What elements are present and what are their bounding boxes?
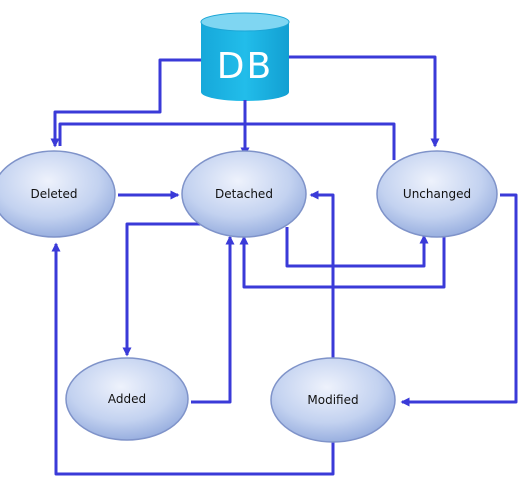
database-label: DB <box>217 46 273 87</box>
node-detached: Detached <box>181 150 307 238</box>
node-added-label: Added <box>108 392 146 406</box>
node-deleted-label: Deleted <box>30 187 77 201</box>
arrow-unchanged-to-modified <box>400 193 518 407</box>
node-modified-label: Modified <box>307 393 358 407</box>
arrow-added-to-detached <box>191 235 235 404</box>
node-detached-label: Detached <box>215 187 273 201</box>
node-modified: Modified <box>270 357 396 443</box>
arrow-unchanged-to-detached <box>239 228 446 289</box>
node-added: Added <box>65 357 189 441</box>
node-deleted: Deleted <box>0 150 116 238</box>
node-unchanged-label: Unchanged <box>403 187 471 201</box>
node-unchanged: Unchanged <box>376 150 498 238</box>
arrow-unchanged-to-deleted <box>58 122 396 160</box>
arrow-db-to-deleted <box>50 58 201 148</box>
arrow-detached-to-unchanged <box>285 227 429 268</box>
arrow-modified-to-deleted <box>51 242 335 476</box>
arrow-db-to-unchanged <box>289 55 440 148</box>
arrow-modified-to-detached <box>309 190 335 360</box>
database-icon: DB <box>200 12 290 101</box>
arrow-detached-to-added <box>122 222 202 357</box>
